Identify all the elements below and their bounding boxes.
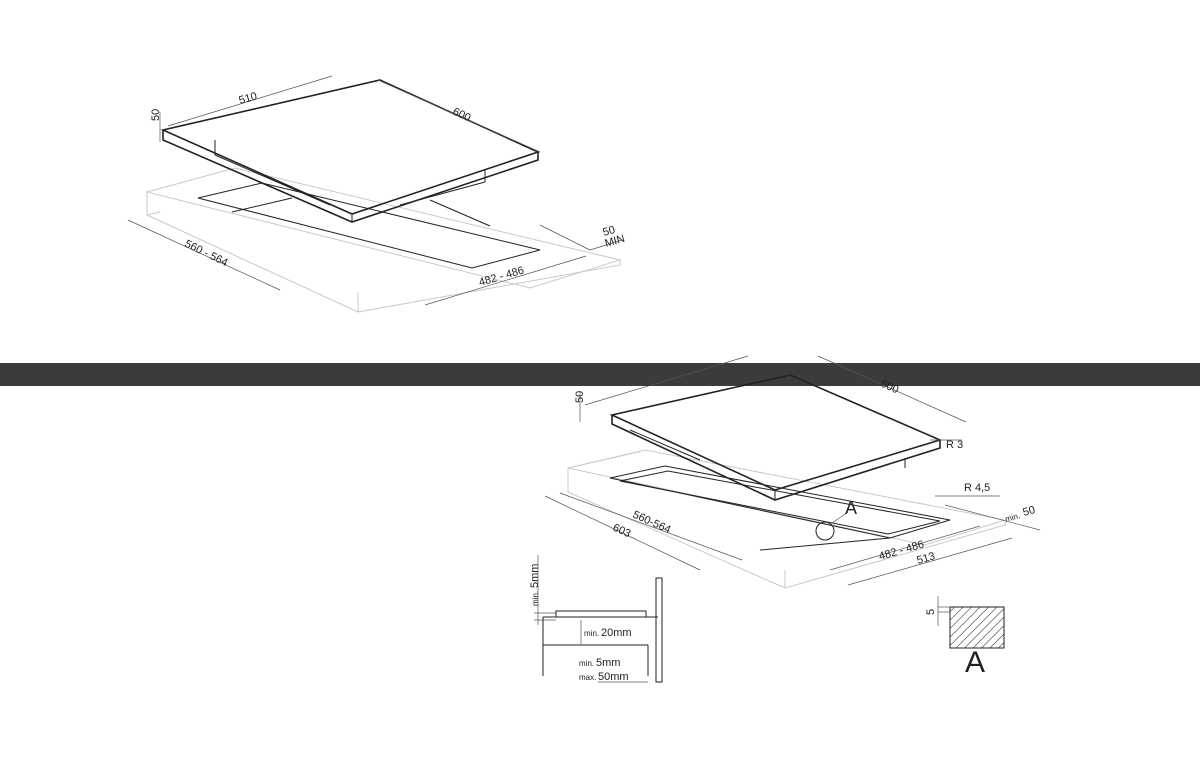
section-min-5mm-b-prefix: min. [579,659,594,668]
detail-a [937,596,1005,649]
section-min-5mm-prefix: min. [531,591,540,606]
bottom-dim-cutout-width: 560-564 [631,509,673,536]
divider-band [0,363,1200,386]
section-hob [555,610,647,618]
section-max-50mm-value: 50mm [598,671,629,683]
bottom-dim-600: 600 [879,378,901,396]
bottom-dim-overall-depth: 513 [916,550,937,567]
section-min-20mm-value: 20mm [601,627,632,639]
bottom-detail-callout: A [845,498,857,518]
top-dim-50-height: 50 [150,109,162,121]
section-detail [534,555,663,683]
section-min-20mm-prefix: min. [584,629,599,638]
bottom-dim-min-value: 50 [1022,504,1037,519]
top-dim-510: 510 [238,90,259,107]
top-dim-50-min-label: MIN [604,233,627,250]
top-dim-50-min-value: 50 [602,224,617,239]
top-installation-view: 510 600 50 50 MIN 560 - 564 482 - 486 [127,75,627,313]
detail-a-circle [815,521,835,541]
bottom-dim-50-height: 50 [574,391,586,403]
top-cutout-outline [197,182,541,269]
bottom-dimension-lines [544,355,1041,586]
top-hob-outline [160,79,541,223]
bottom-radius-top: R 3 [946,439,963,451]
detail-a-label: A [965,646,985,679]
top-worktop-block [145,167,622,313]
bottom-dim-overall-width: 603 [611,522,633,540]
detail-a-dim-5: 5 [925,609,937,615]
bottom-cutout-outline [609,465,951,551]
bottom-worktop-block [567,449,1006,589]
bottom-radius-cutout: R 4,5 [964,482,990,494]
section-min-5mm-b-value: 5mm [596,657,620,669]
top-dimension-lines [127,75,623,306]
section-wall [655,577,663,683]
section-max-50mm-prefix: max. [579,673,596,682]
section-min-5mm-value: 5mm [529,564,541,588]
bottom-installation-view: 600 50 R 3 R 4,5 A min. 50 560-564 603 4… [544,355,1041,589]
bottom-dim-min-prefix: min. [1004,511,1021,524]
